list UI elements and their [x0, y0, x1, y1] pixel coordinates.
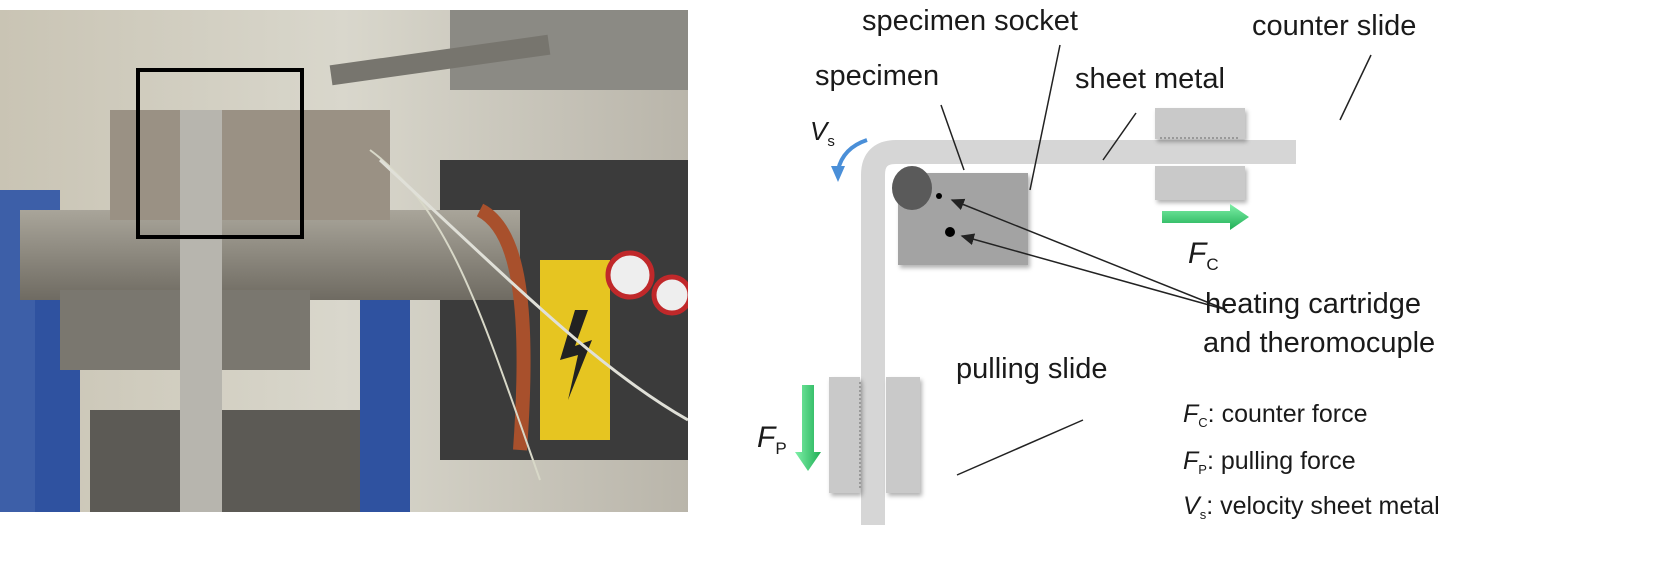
heating-cartridge-dot — [936, 193, 942, 199]
test-rig-photo — [0, 10, 688, 512]
legend-item: FC: counter force — [1183, 400, 1367, 430]
symbol-fp: FP — [757, 421, 787, 458]
schematic-diagram: specimen socket counter slide specimen s… — [757, 5, 1440, 525]
label-specimen-socket: specimen socket — [862, 5, 1078, 37]
label-counter-slide: counter slide — [1252, 10, 1416, 42]
pulling-force-arrow — [795, 385, 821, 471]
legend-item: Vs: velocity sheet metal — [1183, 492, 1440, 522]
counter-slide — [1155, 108, 1245, 200]
symbol-vs: Vs — [810, 116, 835, 150]
label-heating-line1: heating cartridge — [1205, 288, 1421, 320]
detail-frame — [136, 68, 304, 239]
label-heating-line2: and theromocuple — [1203, 327, 1435, 359]
label-pulling-slide: pulling slide — [956, 353, 1108, 385]
specimen — [892, 166, 932, 210]
label-specimen: specimen — [815, 60, 939, 92]
pulling-slide — [829, 377, 920, 493]
thermocouple-dot — [945, 227, 955, 237]
legend-item: FP: pulling force — [1183, 447, 1356, 477]
legend: FC: counter force FP: pulling force Vs: … — [1183, 400, 1440, 522]
symbol-fc: FC — [1188, 237, 1219, 274]
counter-force-arrow — [1162, 204, 1249, 230]
sheet-metal-strip — [861, 140, 1296, 525]
leader-lines — [940, 44, 1372, 476]
label-sheet-metal: sheet metal — [1075, 63, 1225, 95]
